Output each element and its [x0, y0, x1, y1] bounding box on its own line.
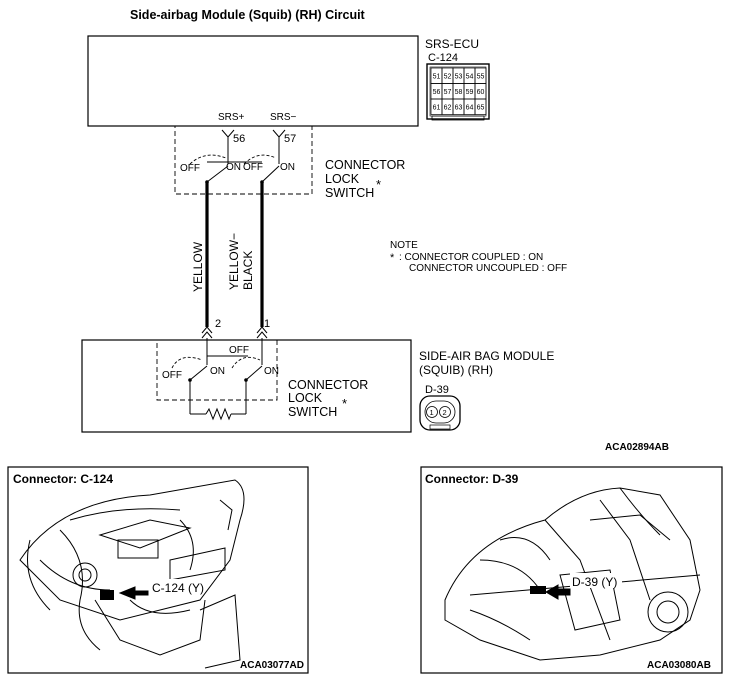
srs-ecu-label: SRS-ECU: [425, 37, 479, 51]
ecu-switch-off-1: OFF: [180, 163, 200, 174]
ecu-pin-number: 51: [433, 73, 441, 80]
note-line-2: CONNECTOR UNCOUPLED : OFF: [409, 263, 567, 274]
module-name-line1: SIDE-AIR BAG MODULE: [419, 349, 554, 363]
terminal-symbol-56: [221, 129, 235, 150]
ecu-pin-cell: [474, 98, 487, 115]
terminal-symbol-57: [272, 129, 286, 150]
wire-color-yellow: YELLOW: [191, 241, 205, 292]
diagram-title: Side-airbag Module (Squib) (RH) Circuit: [130, 8, 366, 22]
ecu-pin-57-label: 57: [284, 133, 296, 145]
ecu-pin-number: 57: [444, 89, 452, 96]
c124-callout: C-124 (Y): [152, 581, 204, 595]
ecu-pin-number: 53: [455, 73, 463, 80]
srs-ecu-connector-code: C-124: [428, 52, 458, 64]
module-connector-code: D-39: [425, 384, 449, 396]
module-pin-1-label: 1: [264, 318, 270, 330]
ecu-lock-switch: [189, 150, 280, 184]
ecu-pin-number: 58: [455, 89, 463, 96]
panel-c124-code: ACA03077AD: [240, 660, 304, 671]
ecu-lock-switch-label-line3: SWITCH: [325, 186, 374, 200]
module-connector-face: [419, 395, 461, 431]
module-switch-off-2: OFF: [229, 345, 249, 356]
ecu-pin-number: 56: [433, 89, 441, 96]
ecu-pin-number: 54: [466, 73, 474, 80]
panel-c124-frame: [7, 466, 309, 674]
ecu-pin-number: 60: [477, 89, 485, 96]
d39-connector-marker: [530, 586, 546, 594]
dashboard-illustration: [19, 479, 245, 669]
srs-ecu-box: [87, 35, 419, 127]
ecu-pin-number: 65: [477, 104, 485, 111]
module-switch-on-1: ON: [210, 366, 225, 377]
module-terminal-symbol-2: [201, 326, 213, 339]
vehicle-illustration: [444, 487, 701, 661]
ecu-terminal-srs-minus: SRS−: [270, 112, 297, 123]
panel-d39-code: ACA03080AB: [647, 660, 711, 671]
panel-d39-title: Connector: D-39: [425, 472, 519, 486]
module-switch-on-2: ON: [264, 366, 279, 377]
d39-callout-bg: [570, 573, 622, 588]
c124-connector-marker: [100, 590, 114, 600]
ecu-pin-number: 63: [455, 104, 463, 111]
panel-d39-frame: [420, 466, 723, 674]
ecu-switch-off-2: OFF: [243, 162, 263, 173]
module-lock-switch-label-line1: CONNECTOR: [288, 378, 368, 392]
ecu-switch-on-1: ON: [226, 162, 241, 173]
ecu-pin-number: 52: [444, 73, 452, 80]
module-lock-switch-box: [156, 339, 278, 401]
d39-callout: D-39 (Y): [572, 575, 617, 589]
module-switch-off-1: OFF: [162, 370, 182, 381]
module-lock-switch-star: *: [342, 396, 347, 411]
ecu-switch-on-2: ON: [280, 162, 295, 173]
module-pin-2-label: 2: [215, 318, 221, 330]
module-lock-switch-label-line2: LOCK: [288, 391, 323, 405]
ecu-lock-switch-box: [174, 125, 313, 195]
note-line-1: : CONNECTOR COUPLED : ON: [399, 252, 543, 263]
note-heading: NOTE: [390, 240, 418, 251]
module-lock-switch: [171, 338, 263, 421]
module-lock-switch-label-line3: SWITCH: [288, 405, 337, 419]
panel-c124-title: Connector: C-124: [13, 472, 113, 486]
module-terminal-symbol-1: [256, 326, 268, 339]
c124-callout-bg: [150, 579, 200, 594]
squib-resistor: [205, 407, 232, 421]
ecu-pin-56-label: 56: [233, 133, 245, 145]
wire-color-yellow-black-1: YELLOW−: [227, 233, 241, 290]
note-star: *: [390, 252, 395, 264]
ecu-pin-number: 61: [433, 104, 441, 111]
ecu-pin-number: 55: [477, 73, 485, 80]
ecu-pin-number: 64: [466, 104, 474, 111]
d39-arrow: [545, 584, 571, 600]
module-name-line2: (SQUIB) (RH): [419, 363, 493, 377]
diagram-reference-code: ACA02894AB: [605, 442, 669, 453]
ecu-lock-switch-star: *: [376, 177, 381, 192]
ecu-lock-switch-label-line1: CONNECTOR: [325, 158, 405, 172]
c124-arrow: [118, 586, 149, 600]
module-connector-pin-2: 2: [443, 408, 447, 417]
ecu-pin-number: 62: [444, 104, 452, 111]
ecu-pin-number: 59: [466, 89, 474, 96]
ecu-terminal-srs-plus: SRS+: [218, 112, 245, 123]
wire-color-yellow-black-2: BLACK: [241, 251, 255, 290]
module-connector-pin-1: 1: [430, 408, 434, 417]
ecu-lock-switch-label-line2: LOCK: [325, 172, 360, 186]
